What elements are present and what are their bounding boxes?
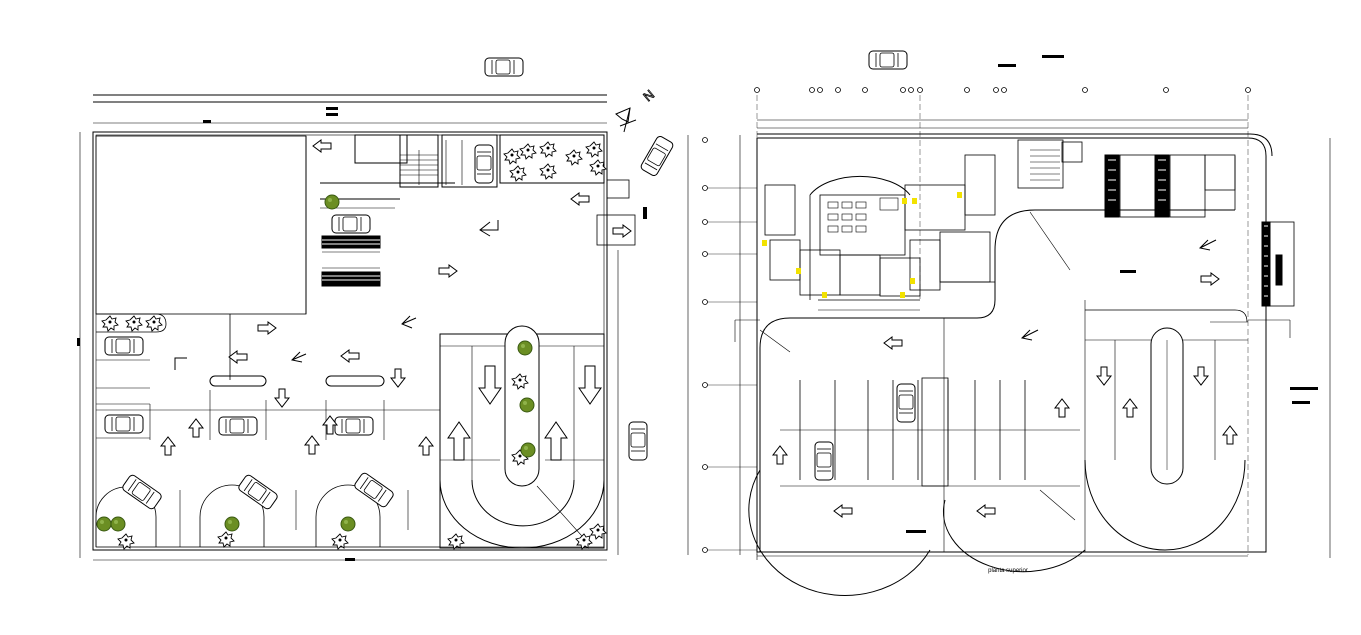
direction-arrow-icon [570, 192, 590, 206]
car-icon [868, 50, 908, 70]
car-icon [104, 336, 144, 356]
upper-floor-arrows [772, 239, 1238, 518]
dimension-tags [77, 55, 1318, 561]
direction-arrow-icon [1096, 366, 1112, 386]
ground-floor-arrows [160, 139, 632, 461]
direction-arrow-icon [438, 264, 458, 278]
direction-arrow-icon [772, 445, 788, 465]
turn-arrow-icon [1020, 329, 1039, 341]
north-label: N [640, 87, 657, 105]
direction-arrow-icon [340, 349, 360, 363]
turn-arrow-icon [479, 220, 499, 237]
direction-arrow-icon [1193, 366, 1209, 386]
direction-arrow-icon [312, 139, 332, 153]
car-icon [236, 473, 280, 511]
car-icon [331, 214, 371, 234]
car-icon [484, 57, 524, 77]
direction-arrow-icon [274, 388, 290, 408]
ground-floor-vegetation [96, 141, 607, 550]
direction-arrow-icon [612, 224, 632, 238]
direction-arrow-icon [478, 365, 502, 405]
turn-arrow-icon [1198, 239, 1217, 251]
direction-arrow-icon [1222, 425, 1238, 445]
direction-arrow-icon [976, 504, 996, 518]
car-icon [352, 471, 396, 509]
car-icon [628, 421, 648, 461]
car-icon [474, 144, 494, 184]
direction-arrow-icon [188, 418, 204, 438]
direction-arrow-icon [418, 436, 434, 456]
car-icon [896, 383, 916, 423]
direction-arrow-icon [390, 368, 406, 388]
ground-floor-cars [104, 57, 675, 511]
upper-floor-plan [687, 95, 1331, 596]
car-icon [104, 414, 144, 434]
car-icon [814, 441, 834, 481]
direction-arrow-icon [447, 421, 471, 461]
turn-arrow-icon [174, 357, 187, 370]
ground-floor-plan [79, 94, 636, 561]
direction-arrow-icon [1054, 398, 1070, 418]
upper-floor-caption: planta superior [988, 568, 1028, 574]
direction-arrow-icon [257, 321, 277, 335]
turn-arrow-icon [290, 351, 307, 363]
turn-arrow-icon [401, 315, 417, 329]
direction-arrow-icon [228, 350, 248, 364]
direction-arrow-icon [160, 436, 176, 456]
car-icon [639, 134, 675, 178]
car-icon [120, 473, 164, 511]
direction-arrow-icon [883, 336, 903, 350]
upper-floor-cars [814, 50, 916, 481]
direction-arrow-icon [544, 421, 568, 461]
direction-arrow-icon [1122, 398, 1138, 418]
direction-arrow-icon [833, 504, 853, 518]
car-icon [218, 416, 258, 436]
direction-arrow-icon [304, 435, 320, 455]
north-arrow-icon: N [615, 86, 658, 133]
car-icon [334, 416, 374, 436]
direction-arrow-icon [1200, 272, 1220, 286]
upper-floor-highlights [762, 192, 962, 298]
direction-arrow-icon [578, 365, 602, 405]
